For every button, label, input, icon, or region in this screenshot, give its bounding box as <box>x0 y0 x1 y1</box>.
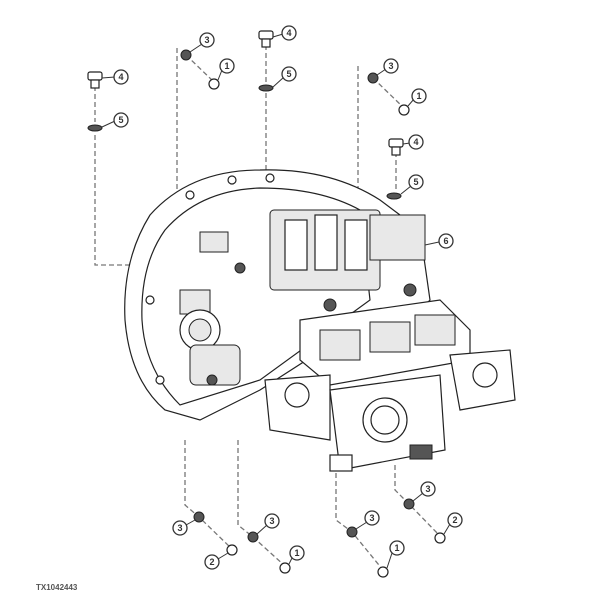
callout-bolt: 4 <box>101 69 129 85</box>
svg-text:5: 5 <box>413 177 418 187</box>
callout-o-ring: 2 <box>204 552 229 570</box>
nut-icon <box>367 72 379 84</box>
svg-text:1: 1 <box>416 91 421 101</box>
callout-o-ring: 1 <box>288 545 305 565</box>
callout-nut: 3 <box>412 481 436 502</box>
svg-text:3: 3 <box>369 513 374 523</box>
o-ring-icon <box>377 566 389 578</box>
nut-icon <box>247 531 259 543</box>
o-ring-icon <box>226 544 238 556</box>
svg-text:3: 3 <box>425 484 430 494</box>
callout-o-ring: 2 <box>443 512 463 535</box>
o-ring-icon <box>398 104 410 116</box>
figure-id-caption: TX1042443 <box>36 583 78 592</box>
bolt-icon <box>258 30 274 48</box>
svg-text:4: 4 <box>118 72 123 82</box>
callout-nut: 3 <box>189 32 215 53</box>
callout-o-ring: 1 <box>386 540 405 569</box>
o-ring-icon <box>279 562 291 574</box>
nut-icon <box>180 49 192 61</box>
callout-o-ring: 1 <box>407 88 427 107</box>
callout-nut: 3 <box>172 519 196 536</box>
parts <box>87 30 446 578</box>
o-ring-icon <box>434 532 446 544</box>
svg-text:5: 5 <box>118 115 123 125</box>
callout-washer: 5 <box>101 112 129 128</box>
callout-bolt: 4 <box>272 25 297 41</box>
svg-text:3: 3 <box>269 516 274 526</box>
callout-nut: 3 <box>355 510 380 530</box>
callout-washer: 5 <box>400 174 424 195</box>
callout-o-ring: 1 <box>217 58 235 81</box>
svg-text:3: 3 <box>204 35 209 45</box>
bolt-icon <box>87 71 103 89</box>
washer-icon <box>87 124 103 132</box>
svg-text:2: 2 <box>452 515 457 525</box>
svg-text:3: 3 <box>388 61 393 71</box>
callout-washer: 5 <box>272 66 297 88</box>
callout-nut: 3 <box>256 513 280 535</box>
svg-text:3: 3 <box>177 523 182 533</box>
bolt-icon <box>388 138 404 156</box>
svg-text:1: 1 <box>294 548 299 558</box>
nut-icon <box>193 511 205 523</box>
svg-text:2: 2 <box>209 557 214 567</box>
washer-icon <box>258 84 274 92</box>
transmission-housing <box>124 169 516 472</box>
callout-nut: 3 <box>376 58 399 76</box>
svg-text:5: 5 <box>286 69 291 79</box>
svg-text:6: 6 <box>443 236 448 246</box>
svg-text:4: 4 <box>286 28 291 38</box>
callouts: 4 5 3 1 4 5 3 1 4 5 6 3 2 3 1 3 1 3 2 <box>101 25 463 570</box>
svg-text:1: 1 <box>224 61 229 71</box>
o-ring-icon <box>208 78 220 90</box>
nut-icon <box>403 498 415 510</box>
svg-text:1: 1 <box>394 543 399 553</box>
svg-text:4: 4 <box>413 137 418 147</box>
callout-fitting: 6 <box>424 233 454 249</box>
washer-icon <box>386 192 402 200</box>
callout-bolt: 4 <box>402 134 424 150</box>
nut-icon <box>346 526 358 538</box>
